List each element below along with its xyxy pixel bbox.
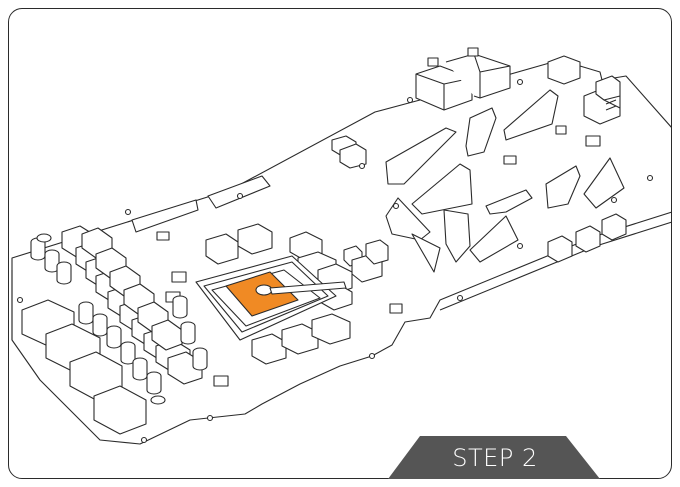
small-components bbox=[156, 125, 627, 387]
power-connector bbox=[547, 55, 621, 125]
board-cutouts bbox=[131, 89, 625, 273]
vrm-components bbox=[61, 225, 203, 385]
pcb-edge bbox=[11, 212, 671, 340]
side-connectors bbox=[21, 299, 147, 435]
step-badge bbox=[388, 436, 600, 479]
spreader-tool bbox=[255, 281, 347, 296]
io-connectors bbox=[415, 47, 511, 111]
step-label: STEP 2 bbox=[452, 444, 538, 472]
mounting-holes bbox=[16, 78, 654, 444]
capacitors bbox=[30, 233, 208, 405]
